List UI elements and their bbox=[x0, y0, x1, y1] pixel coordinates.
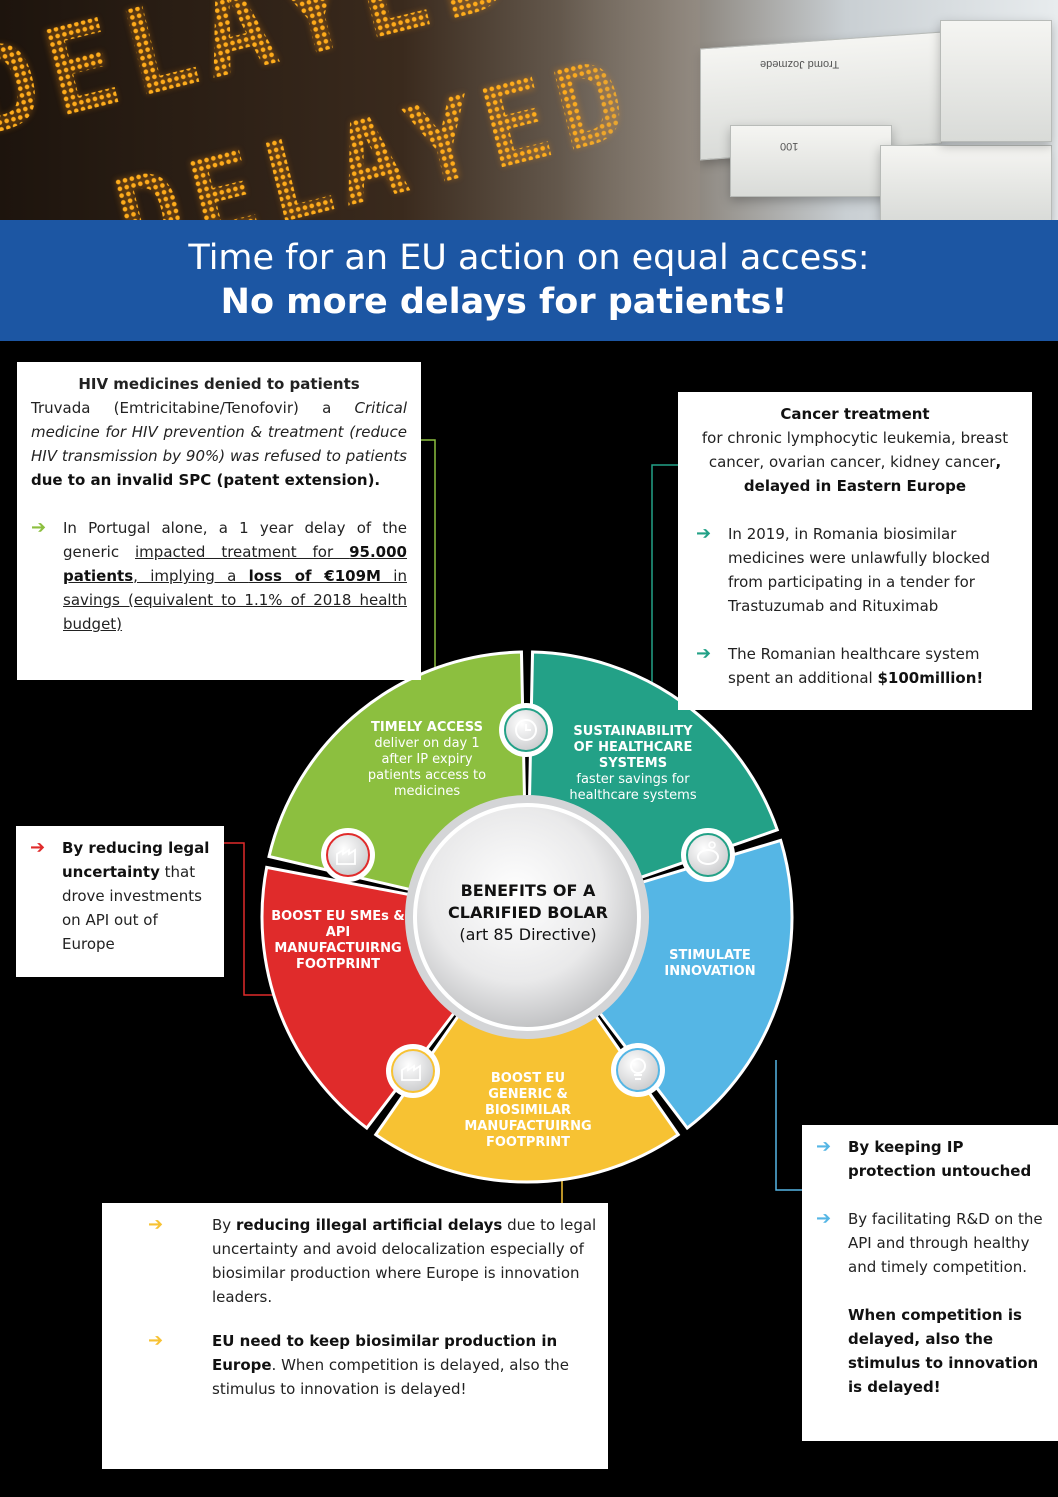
segment-text: deliver on day 1 after IP expiry patient… bbox=[367, 736, 487, 799]
arrow-right-icon: ➔ bbox=[696, 523, 712, 544]
arrow-right-icon: ➔ bbox=[31, 517, 47, 538]
center-disc bbox=[413, 803, 641, 1031]
connector-blue bbox=[775, 1060, 802, 1191]
segment-boost-generic: BOOST EU GENERIC & BIOSIMILAR MANUFACTUI… bbox=[460, 1071, 596, 1151]
card-bullet: ➔ In Portugal alone, a 1 year delay of t… bbox=[31, 517, 407, 633]
center-title: BENEFITS OF A CLARIFIED BOLAR bbox=[448, 881, 608, 922]
card-subtitle: for chronic lymphocytic leukemia, breast… bbox=[701, 429, 1009, 495]
artificial-delays-card: ➔ By reducing illegal artificial delays … bbox=[102, 1203, 608, 1469]
card-bullet: ➔ By reducing legal uncertainty that dro… bbox=[30, 837, 210, 953]
card-bullet: ➔ By facilitating R&D on the API and thr… bbox=[816, 1208, 1043, 1276]
hiv-medicines-card: HIV medicines denied to patients Truvada… bbox=[17, 362, 421, 680]
segment-title: BOOST EU SMEs & API MANUFACTUIRNG FOOTPR… bbox=[271, 909, 405, 972]
ip-protection-card: ➔ By keeping IP protection untouched ➔ B… bbox=[802, 1125, 1058, 1441]
card-bullet: ➔ In 2019, in Romania biosimilar medicin… bbox=[696, 523, 991, 615]
title-banner: Time for an EU action on equal access: N… bbox=[0, 220, 1058, 341]
card-bullet: ➔ EU need to keep biosimilar production … bbox=[148, 1330, 570, 1398]
card-bullet: ➔ By reducing illegal artificial delays … bbox=[148, 1214, 597, 1306]
arrow-right-icon: ➔ bbox=[816, 1136, 832, 1157]
card-title: HIV medicines denied to patients bbox=[78, 375, 360, 393]
segment-title: STIMULATE INNOVATION bbox=[664, 948, 756, 979]
card-bullet: ➔ By keeping IP protection untouched bbox=[816, 1136, 1032, 1180]
factory-icon bbox=[321, 828, 375, 882]
center-subtitle: (art 85 Directive) bbox=[459, 925, 597, 944]
lightbulb-icon bbox=[611, 1043, 665, 1097]
card-bullet: ➔ The Romanian healthcare system spent a… bbox=[696, 643, 984, 687]
medicine-box bbox=[730, 125, 892, 197]
segment-title: BOOST EU GENERIC & BIOSIMILAR MANUFACTUI… bbox=[464, 1071, 592, 1150]
banner-title-line2: No more delays for patients! bbox=[220, 282, 788, 322]
clock-hand-icon bbox=[499, 703, 553, 757]
card-title: Cancer treatment bbox=[780, 405, 930, 423]
card-conclusion: When competition is delayed, also the st… bbox=[848, 1306, 1039, 1396]
medicine-box bbox=[940, 20, 1052, 142]
factory-icon bbox=[386, 1044, 440, 1098]
segment-title: SUSTAINABILITY OF HEALTHCARE SYSTEMS bbox=[573, 724, 693, 771]
connector-red bbox=[224, 842, 300, 996]
segment-boost-smes: BOOST EU SMEs & API MANUFACTUIRNG FOOTPR… bbox=[266, 909, 410, 973]
segment-text: faster savings for healthcare systems bbox=[569, 772, 697, 803]
medicine-box bbox=[880, 145, 1052, 220]
piggy-bank-icon bbox=[681, 828, 735, 882]
legal-uncertainty-card: ➔ By reducing legal uncertainty that dro… bbox=[16, 826, 224, 977]
arrow-right-icon: ➔ bbox=[148, 1214, 164, 1235]
banner-title-line1: Time for an EU action on equal access: bbox=[188, 238, 870, 278]
arrow-right-icon: ➔ bbox=[30, 837, 46, 858]
arrow-right-icon: ➔ bbox=[148, 1330, 164, 1351]
cancer-treatment-card: Cancer treatment for chronic lymphocytic… bbox=[678, 392, 1032, 710]
arrow-right-icon: ➔ bbox=[696, 643, 712, 664]
shelf-blur bbox=[560, 0, 700, 220]
connector-teal bbox=[651, 464, 678, 690]
card-paragraph: Truvada (Emtricitabine/Tenofovir) a Crit… bbox=[31, 399, 407, 489]
segment-sustainability: SUSTAINABILITY OF HEALTHCARE SYSTEMS fas… bbox=[562, 724, 704, 804]
arrow-right-icon: ➔ bbox=[816, 1208, 832, 1229]
hero-image: DELAYED DELAYED Tromd Jozmede 100 bbox=[0, 0, 1058, 220]
segment-timely-access: TIMELY ACCESS deliver on day 1 after IP … bbox=[358, 720, 496, 800]
segment-title: TIMELY ACCESS bbox=[371, 720, 483, 735]
segment-stimulate-innovation: STIMULATE INNOVATION bbox=[655, 948, 765, 980]
wheel-center-label: BENEFITS OF A CLARIFIED BOLAR (art 85 Di… bbox=[430, 880, 626, 946]
